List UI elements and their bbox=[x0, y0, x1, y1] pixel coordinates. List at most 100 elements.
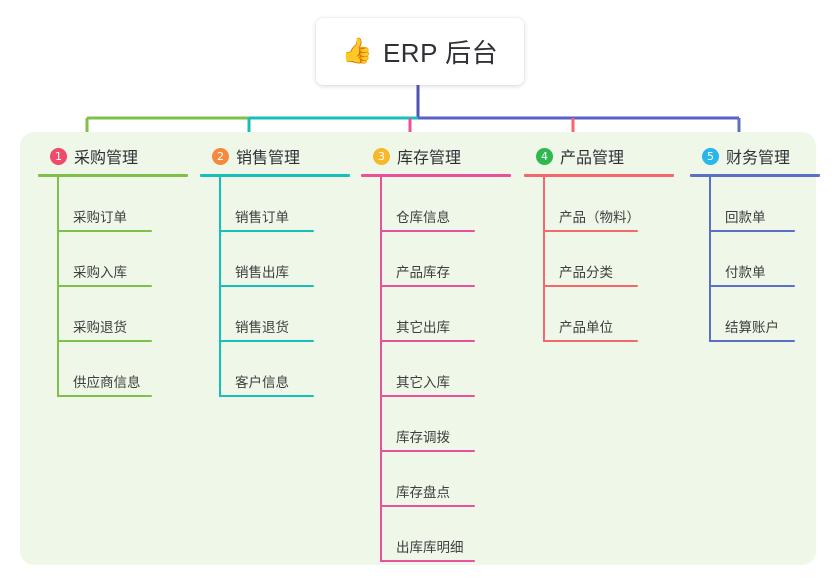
column-title: 销售管理 bbox=[236, 150, 301, 167]
list-item-label: 采购入库 bbox=[73, 265, 127, 280]
column-header-rule bbox=[524, 174, 674, 177]
column-spine bbox=[380, 177, 382, 562]
list-item-label: 销售订单 bbox=[235, 210, 289, 225]
list-item[interactable]: 库存盘点 bbox=[380, 452, 511, 507]
column-title: 采购管理 bbox=[74, 150, 139, 167]
list-item[interactable]: 产品（物料） bbox=[543, 177, 674, 232]
column-title: 库存管理 bbox=[397, 150, 462, 167]
column-spine bbox=[219, 177, 221, 397]
column-header-1[interactable]: 1 采购管理 bbox=[38, 143, 188, 169]
column-header-rule bbox=[200, 174, 350, 177]
column-spine bbox=[709, 177, 711, 342]
list-item-rule bbox=[380, 560, 475, 562]
list-item[interactable]: 销售退货 bbox=[219, 287, 350, 342]
column-items: 采购订单采购入库采购退货供应商信息 bbox=[38, 177, 188, 397]
column-header-2[interactable]: 2 销售管理 bbox=[200, 143, 350, 169]
list-item-label: 客户信息 bbox=[235, 375, 289, 390]
list-item-rule bbox=[380, 230, 475, 232]
list-item-rule bbox=[380, 505, 475, 507]
list-item[interactable]: 采购入库 bbox=[57, 232, 188, 287]
list-item-label: 采购订单 bbox=[73, 210, 127, 225]
list-item-rule bbox=[57, 340, 152, 342]
list-item[interactable]: 结算账户 bbox=[709, 287, 820, 342]
column-spine bbox=[57, 177, 59, 397]
list-item[interactable]: 销售出库 bbox=[219, 232, 350, 287]
list-item-rule bbox=[380, 285, 475, 287]
list-item[interactable]: 库存调拨 bbox=[380, 397, 511, 452]
list-item[interactable]: 出库库明细 bbox=[380, 507, 511, 562]
list-item-label: 付款单 bbox=[725, 265, 766, 280]
list-item-label: 产品单位 bbox=[559, 320, 613, 335]
list-item-label: 产品库存 bbox=[396, 265, 450, 280]
number-badge-icon: 5 bbox=[702, 147, 719, 165]
list-item-rule bbox=[57, 285, 152, 287]
list-item-label: 回款单 bbox=[725, 210, 766, 225]
column-header-rule bbox=[690, 174, 820, 177]
list-item-rule bbox=[543, 230, 638, 232]
list-item[interactable]: 供应商信息 bbox=[57, 342, 188, 397]
list-item-label: 库存盘点 bbox=[396, 485, 450, 500]
column-items: 回款单付款单结算账户 bbox=[690, 177, 820, 342]
column-header-rule bbox=[38, 174, 188, 177]
column-items: 仓库信息产品库存其它出库其它入库库存调拨库存盘点出库库明细 bbox=[361, 177, 511, 562]
list-item[interactable]: 仓库信息 bbox=[380, 177, 511, 232]
list-item-rule bbox=[709, 340, 795, 342]
list-item-label: 结算账户 bbox=[725, 320, 779, 335]
column-采购管理: 1 采购管理采购订单采购入库采购退货供应商信息 bbox=[38, 143, 188, 397]
list-item-rule bbox=[380, 450, 475, 452]
list-item-rule bbox=[219, 230, 314, 232]
column-spine bbox=[543, 177, 545, 342]
list-item-label: 出库库明细 bbox=[396, 540, 464, 555]
number-badge-icon: 3 bbox=[373, 147, 390, 165]
list-item-rule bbox=[219, 285, 314, 287]
list-item[interactable]: 产品分类 bbox=[543, 232, 674, 287]
root-title-card: 👍 ERP 后台 bbox=[316, 18, 524, 85]
list-item-rule bbox=[57, 230, 152, 232]
list-item[interactable]: 客户信息 bbox=[219, 342, 350, 397]
list-item-rule bbox=[380, 340, 475, 342]
column-header-3[interactable]: 3 库存管理 bbox=[361, 143, 511, 169]
list-item[interactable]: 产品单位 bbox=[543, 287, 674, 342]
column-库存管理: 3 库存管理仓库信息产品库存其它出库其它入库库存调拨库存盘点出库库明细 bbox=[361, 143, 511, 562]
column-title: 产品管理 bbox=[560, 150, 625, 167]
column-header-rule bbox=[361, 174, 511, 177]
list-item-label: 销售退货 bbox=[235, 320, 289, 335]
list-item-rule bbox=[380, 395, 475, 397]
list-item-label: 库存调拨 bbox=[396, 430, 450, 445]
list-item-rule bbox=[219, 395, 314, 397]
column-销售管理: 2 销售管理销售订单销售出库销售退货客户信息 bbox=[200, 143, 350, 397]
diagram-panel bbox=[20, 132, 816, 565]
list-item-rule bbox=[709, 285, 795, 287]
column-财务管理: 5 财务管理回款单付款单结算账户 bbox=[690, 143, 820, 342]
list-item-rule bbox=[219, 340, 314, 342]
list-item-label: 产品（物料） bbox=[559, 210, 640, 225]
list-item-rule bbox=[709, 230, 795, 232]
list-item[interactable]: 销售订单 bbox=[219, 177, 350, 232]
list-item-label: 采购退货 bbox=[73, 320, 127, 335]
list-item-label: 仓库信息 bbox=[396, 210, 450, 225]
list-item[interactable]: 采购退货 bbox=[57, 287, 188, 342]
column-产品管理: 4 产品管理产品（物料） 产品分类产品单位 bbox=[524, 143, 674, 342]
column-header-5[interactable]: 5 财务管理 bbox=[690, 143, 820, 169]
list-item-label: 其它入库 bbox=[396, 375, 450, 390]
number-badge-icon: 4 bbox=[536, 147, 553, 165]
list-item-label: 销售出库 bbox=[235, 265, 289, 280]
list-item-rule bbox=[543, 340, 638, 342]
list-item-rule bbox=[543, 285, 638, 287]
list-item[interactable]: 回款单 bbox=[709, 177, 820, 232]
list-item-label: 其它出库 bbox=[396, 320, 450, 335]
column-title: 财务管理 bbox=[726, 150, 791, 167]
number-badge-icon: 2 bbox=[212, 147, 229, 165]
column-items: 销售订单销售出库销售退货客户信息 bbox=[200, 177, 350, 397]
column-items: 产品（物料） 产品分类产品单位 bbox=[524, 177, 674, 342]
list-item-label: 产品分类 bbox=[559, 265, 613, 280]
list-item[interactable]: 付款单 bbox=[709, 232, 820, 287]
column-header-4[interactable]: 4 产品管理 bbox=[524, 143, 674, 169]
list-item[interactable]: 其它入库 bbox=[380, 342, 511, 397]
list-item-label: 供应商信息 bbox=[73, 375, 141, 390]
number-badge-icon: 1 bbox=[50, 147, 67, 165]
list-item-rule bbox=[57, 395, 152, 397]
list-item[interactable]: 产品库存 bbox=[380, 232, 511, 287]
list-item[interactable]: 采购订单 bbox=[57, 177, 188, 232]
list-item[interactable]: 其它出库 bbox=[380, 287, 511, 342]
